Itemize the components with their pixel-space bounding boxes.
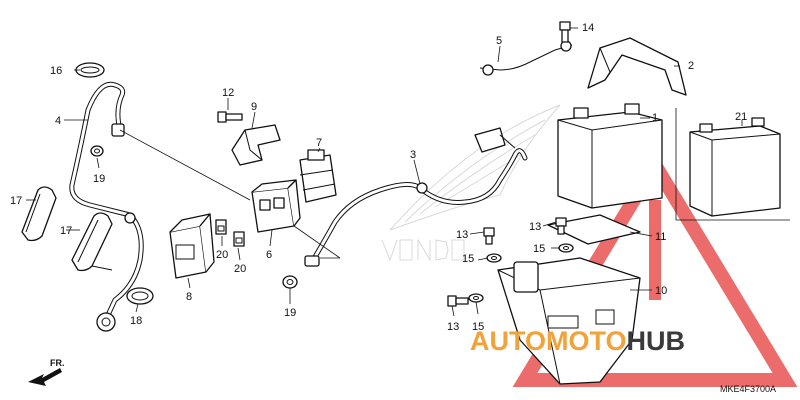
callout-12: 12 bbox=[222, 87, 234, 99]
fuse-20-b bbox=[233, 231, 245, 247]
bolt-13-b bbox=[555, 217, 567, 235]
fuse-20-a bbox=[215, 219, 227, 235]
callout-17-b: 17 bbox=[60, 225, 72, 237]
bolt-13-c bbox=[447, 295, 469, 307]
watermark-part1: AUTOMOTO bbox=[470, 326, 627, 356]
battery-mat-11 bbox=[547, 214, 641, 245]
callout-numbers: 1 2 3 4 5 6 7 8 9 10 11 12 13 13 13 14 1… bbox=[10, 22, 747, 333]
clamp-18 bbox=[126, 287, 154, 305]
callout-3: 3 bbox=[410, 149, 416, 161]
svg-text:AUTOMOTOHUB: AUTOMOTOHUB bbox=[470, 326, 685, 356]
callout-14: 14 bbox=[582, 22, 594, 34]
callout-17-a: 17 bbox=[10, 195, 22, 207]
battery-box-10 bbox=[497, 257, 641, 385]
callout-1: 1 bbox=[652, 112, 658, 124]
diagram-ref-code: MKE4F3700A bbox=[720, 384, 776, 394]
callout-6: 6 bbox=[266, 249, 272, 261]
callout-16: 16 bbox=[50, 65, 62, 77]
callout-18: 18 bbox=[130, 315, 142, 327]
callout-10: 10 bbox=[655, 285, 667, 297]
callout-15-a: 15 bbox=[462, 253, 474, 265]
callout-20-b: 20 bbox=[234, 263, 246, 275]
callout-2: 2 bbox=[688, 60, 694, 72]
battery-1 bbox=[557, 103, 663, 209]
leader-lines bbox=[26, 27, 743, 317]
callout-13-a: 13 bbox=[456, 229, 468, 241]
callout-19-b: 19 bbox=[284, 307, 296, 319]
starter-relay-6 bbox=[251, 179, 301, 233]
callout-9: 9 bbox=[251, 101, 257, 113]
bracket-9 bbox=[231, 124, 281, 166]
bolt-12 bbox=[217, 111, 243, 123]
washer-15-c bbox=[468, 293, 484, 303]
battery-21-frame bbox=[675, 108, 790, 221]
callout-19-a: 19 bbox=[93, 173, 105, 185]
callout-8: 8 bbox=[186, 291, 192, 303]
front-label: FR. bbox=[50, 358, 65, 368]
callout-15-c: 15 bbox=[472, 321, 484, 333]
bolt-13-a bbox=[483, 227, 495, 245]
callout-15-b: 15 bbox=[533, 243, 545, 255]
wire-harness-4 bbox=[69, 81, 144, 332]
callout-20-a: 20 bbox=[216, 249, 228, 261]
cover-17-lower bbox=[71, 212, 113, 272]
callout-13-c: 13 bbox=[447, 321, 459, 333]
assembly-guide-lines bbox=[119, 129, 341, 259]
watermark-text: AUTOMOTOHUB bbox=[470, 326, 685, 356]
grommet-19-lower bbox=[282, 275, 298, 289]
grommet-19-upper bbox=[90, 145, 104, 157]
rubber-mount-7 bbox=[299, 149, 337, 203]
callout-13-b: 13 bbox=[529, 221, 541, 233]
callout-21: 21 bbox=[735, 111, 747, 123]
bolt-14 bbox=[559, 21, 571, 43]
washer-15-a bbox=[486, 253, 502, 263]
washer-15-b bbox=[558, 243, 574, 253]
battery-21 bbox=[689, 117, 781, 217]
callout-7: 7 bbox=[316, 137, 322, 149]
battery-cover-2 bbox=[587, 37, 687, 96]
callout-11: 11 bbox=[655, 231, 666, 243]
watermark-part2: HUB bbox=[627, 326, 686, 356]
clamp-band-16 bbox=[75, 62, 105, 78]
cover-17-upper bbox=[21, 186, 57, 242]
negative-cable-5 bbox=[479, 40, 573, 76]
front-direction-arrow: FR. bbox=[28, 358, 65, 386]
callout-5: 5 bbox=[496, 35, 502, 47]
fuse-box-8 bbox=[169, 213, 215, 279]
battery-cable-3 bbox=[304, 127, 528, 267]
callout-4: 4 bbox=[55, 115, 61, 127]
